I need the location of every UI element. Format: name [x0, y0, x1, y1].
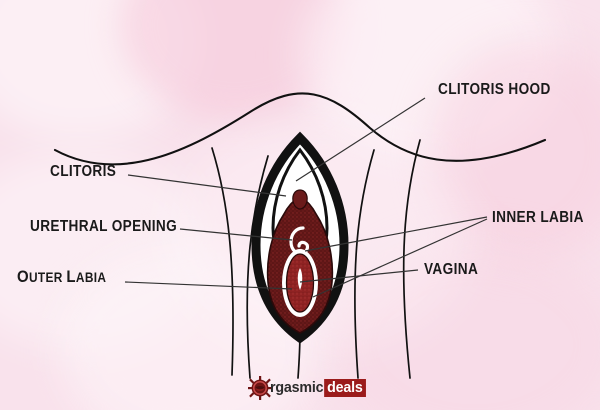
- leader-line-inner-labia-upper: [304, 216, 488, 252]
- clitoris-shape: [292, 189, 308, 210]
- logo-text-primary: rgasmic: [270, 379, 324, 396]
- inner-thigh-right: [402, 139, 421, 379]
- leader-line-outer-labia: [124, 281, 293, 290]
- label-outer-labia-text: OUTER LABIA: [17, 267, 107, 286]
- logo-text-highlight: deals: [324, 379, 366, 397]
- vaginal-opening-slit: [297, 268, 303, 290]
- inner-thigh-left: [246, 155, 269, 379]
- label-inner-labia: INNER LABIA: [492, 209, 584, 226]
- leader-line-clitoris-hood: [295, 97, 426, 182]
- label-vagina: VAGINA: [424, 261, 479, 278]
- leader-line-urethral-opening: [179, 228, 293, 241]
- label-clitoris-hood: CLITORIS HOOD: [438, 81, 551, 98]
- starburst-icon: [248, 376, 272, 400]
- leader-line-inner-labia-lower: [312, 218, 488, 298]
- leader-line-clitoris: [127, 174, 287, 197]
- abdomen-curve: [53, 92, 547, 166]
- label-urethral-opening: URETHRAL OPENING: [30, 218, 178, 235]
- groin-crease-right: [354, 149, 375, 379]
- groin-crease-left: [211, 147, 234, 376]
- leader-line-vagina: [299, 269, 419, 283]
- label-clitoris: CLITORIS: [50, 163, 117, 180]
- label-outer-labia: OUTER LABIA: [17, 268, 106, 286]
